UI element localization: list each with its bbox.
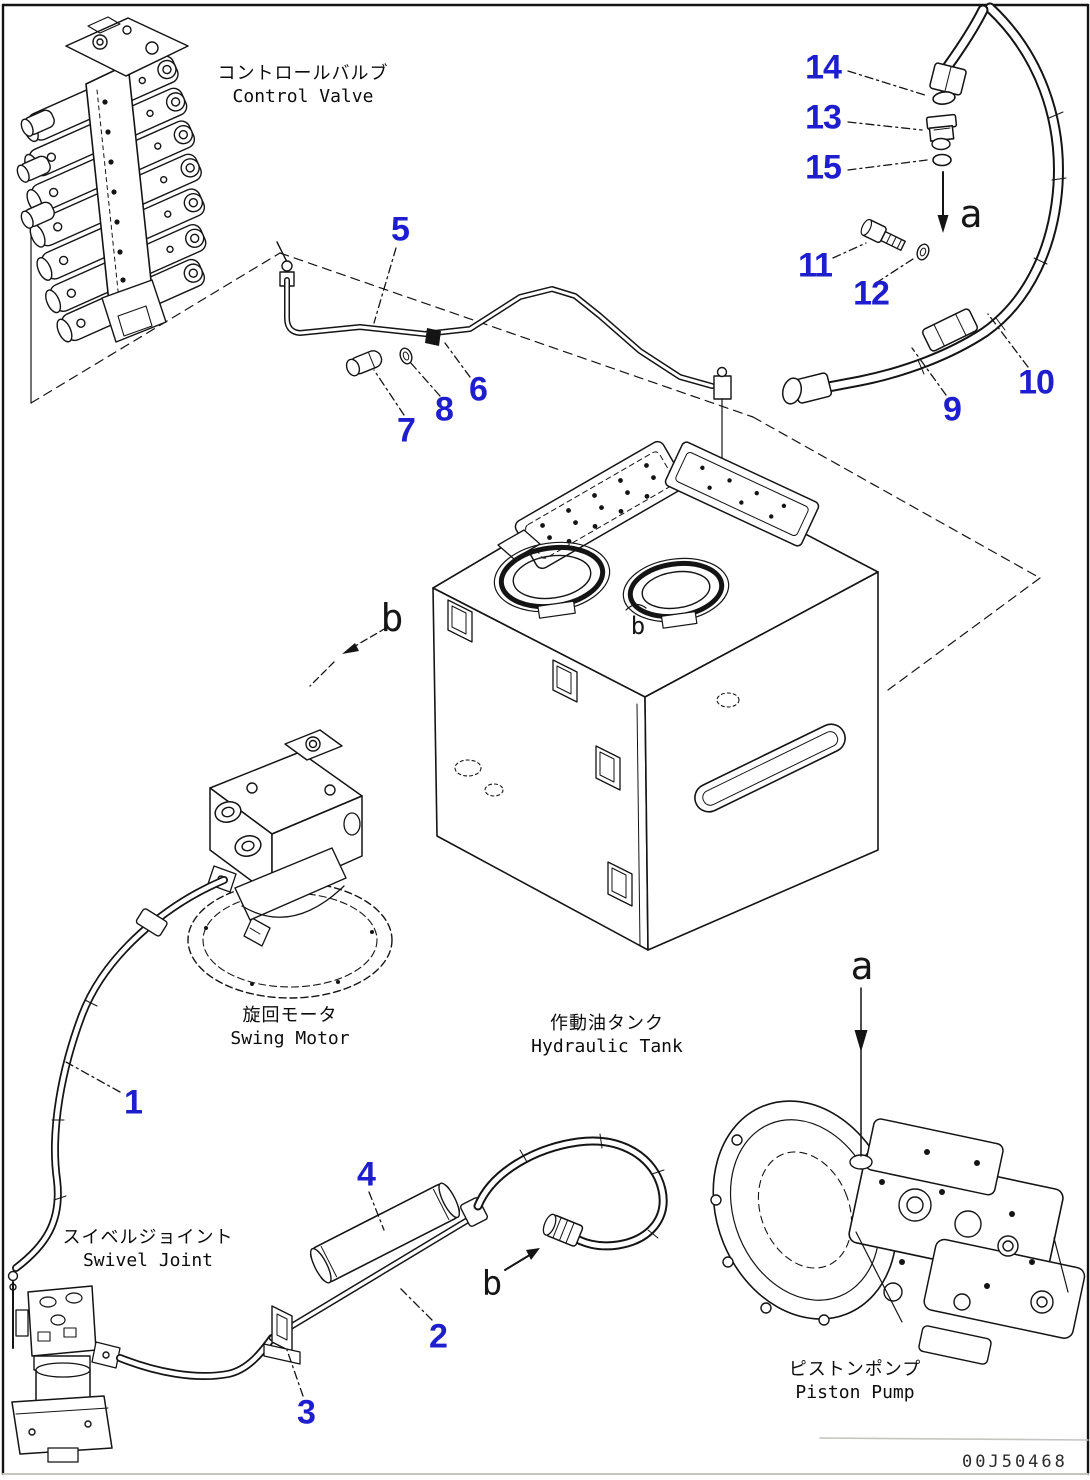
connector-6 (425, 328, 441, 346)
direction-arrow-a-top (937, 171, 949, 233)
fitting-13 (925, 113, 958, 151)
washer-8 (399, 347, 413, 365)
oring-15 (932, 153, 952, 167)
direction-arrow-a-bottom (854, 987, 868, 1157)
oring-14 (932, 91, 956, 105)
drawing-number: 00J50468 (962, 1452, 1068, 1472)
control-valve-drawing (16, 16, 288, 343)
swivel-joint-drawing (7, 1270, 121, 1463)
sleeve-4 (309, 1182, 461, 1284)
swing-motor-drawing (187, 729, 393, 999)
plug-7 (345, 350, 383, 377)
washer-12 (916, 243, 930, 261)
hose-2-end-fitting (542, 1213, 584, 1247)
hose-1-drawing (12, 876, 228, 1272)
leader-lines (65, 70, 1029, 1397)
hose-9-drawing (781, 2, 1067, 405)
hose-2-drawing (116, 1133, 668, 1380)
view-arrow-b (309, 627, 387, 687)
section-plane-lines (30, 214, 1041, 691)
piston-pump-drawing (710, 987, 1086, 1365)
hydraulic-tank-drawing (432, 440, 879, 951)
direction-arrow-b-bottom (504, 1248, 540, 1271)
clamp-3 (263, 1305, 301, 1365)
bolt-11 (860, 218, 906, 251)
sheet-frame (1, 3, 1090, 1476)
